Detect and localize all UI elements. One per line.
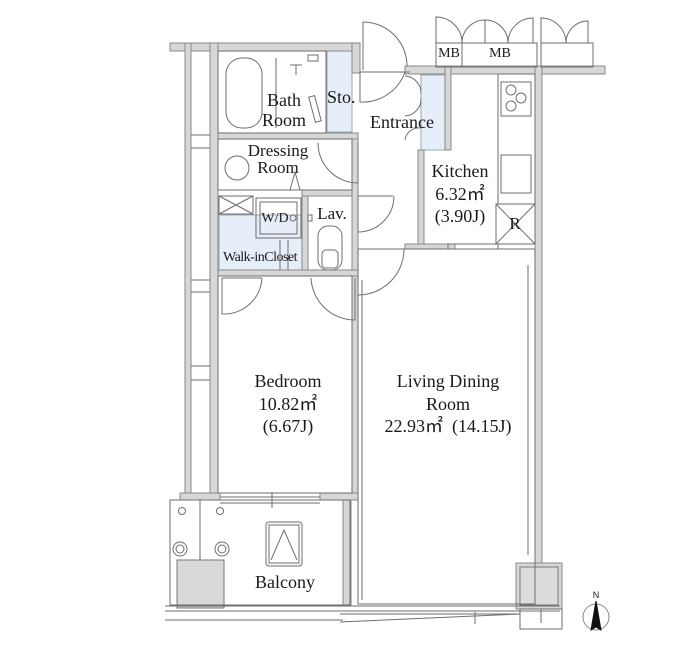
kitchen-label: Kitchen 6.32㎡ (3.90J) [424,161,496,228]
dressing-room-label: Dressing Room [242,141,314,179]
bathtub [225,57,263,129]
kitchen-jo: (3.90J) [434,206,486,227]
dressing-label-line1: Dressing [247,141,309,160]
entrance-door-swing [362,21,408,70]
sink [500,154,532,194]
living-dining-line1: Living Dining [396,371,500,391]
mb-extra-box [540,42,594,68]
balcony-label: Balcony [255,572,315,592]
kitchen-area: 6.32㎡ [435,183,485,204]
balcony-outline [169,499,351,606]
bath-label-line1: Bath [267,90,301,110]
lavatory-label: Lav. [317,204,347,223]
washer-dryer-box [255,197,302,239]
column [519,566,559,606]
mb-right-box [461,42,538,68]
burner [505,100,517,112]
stove [500,81,532,117]
walk-in-closet-fill [218,214,304,271]
walk-in-closet-label: Walk-inCloset [222,250,298,265]
kitchen-name: Kitchen [431,161,489,181]
kitchen-counter [497,73,536,205]
burner [505,84,517,96]
storage-label: Sto. [327,87,356,107]
washer-dryer-label: W/D [261,211,289,226]
refrigerator-label: R [509,214,521,233]
bedroom-area: 10.82㎡ [258,393,318,414]
toilet [317,225,343,271]
bedroom-jo: (6.67J) [262,416,314,437]
living-dining-area: 22.93㎡ (14.15J) [384,416,512,437]
compass-north-label: N [592,590,600,600]
shower-faucet [290,64,302,75]
bath-room-outline [217,50,327,134]
dressing-room-outline [217,138,353,191]
bath-label-line2: Room [261,109,306,130]
storage-fill [326,49,353,133]
burner [515,92,527,104]
bedroom-outline [217,275,353,494]
bedroom-label: Bedroom 10.82㎡ (6.67J) [238,371,338,438]
balcony-outdoor-unit [176,559,225,609]
entrance-storage-fill [420,74,446,151]
compass-icon [582,600,610,631]
living-dining-outline [357,248,536,605]
living-dining-line2: Room [425,393,470,414]
mb-right-label: MB [489,46,511,61]
entrance-label: Entrance [370,112,434,132]
living-dining-label: Living Dining Room 22.93㎡ (14.15J) [368,371,528,438]
fridge-space [495,203,536,245]
bath-room-label: Bath Room [256,90,312,131]
wash-basin [224,155,250,181]
balcony-hatch [265,521,303,567]
bedroom-name: Bedroom [254,371,322,391]
mb-left-label: MB [438,46,460,61]
dressing-label-line2: Room [257,158,299,178]
